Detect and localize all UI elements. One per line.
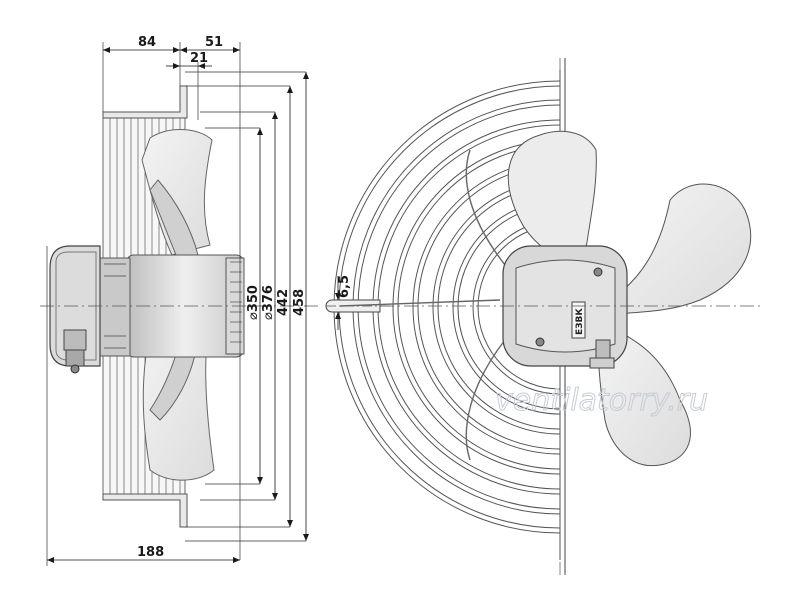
svg-text:ЕЗВК: ЕЗВК	[575, 308, 585, 335]
side-view: 84 51 21 188 ⌀350 ⌀376	[40, 35, 320, 566]
dim-376-label: ⌀376	[261, 285, 276, 320]
dim-6-5-label: 6,5	[337, 275, 352, 298]
vertical-dimensions	[257, 72, 309, 541]
front-guard-spokes	[339, 149, 506, 461]
dim-188-label: 188	[137, 545, 164, 560]
hub-screw-top-icon	[593, 267, 603, 277]
dim-51-label: 51	[205, 35, 223, 50]
dim-21-label: 21	[190, 51, 208, 66]
diameter-extension-lines	[185, 71, 306, 542]
hub-screw-bottom-icon	[535, 337, 545, 347]
dim-458-label: 458	[292, 289, 307, 316]
manufacturer-logo: ЕЗВК	[571, 301, 586, 339]
dim-442-label: 442	[276, 289, 291, 316]
dim-84-label: 84	[138, 35, 156, 50]
top-dimensions	[103, 47, 240, 69]
dim-350-label: ⌀350	[246, 285, 261, 320]
front-blades	[507, 130, 752, 467]
mounting-bracket-top	[102, 85, 188, 119]
front-motor-hub: ЕЗВК	[502, 245, 628, 369]
mounting-bracket-bottom	[102, 493, 188, 528]
watermark: ventilatorry.ru	[495, 383, 708, 418]
terminal-box	[49, 245, 101, 374]
front-view: 6,5 ЕЗВК ve	[325, 58, 760, 575]
